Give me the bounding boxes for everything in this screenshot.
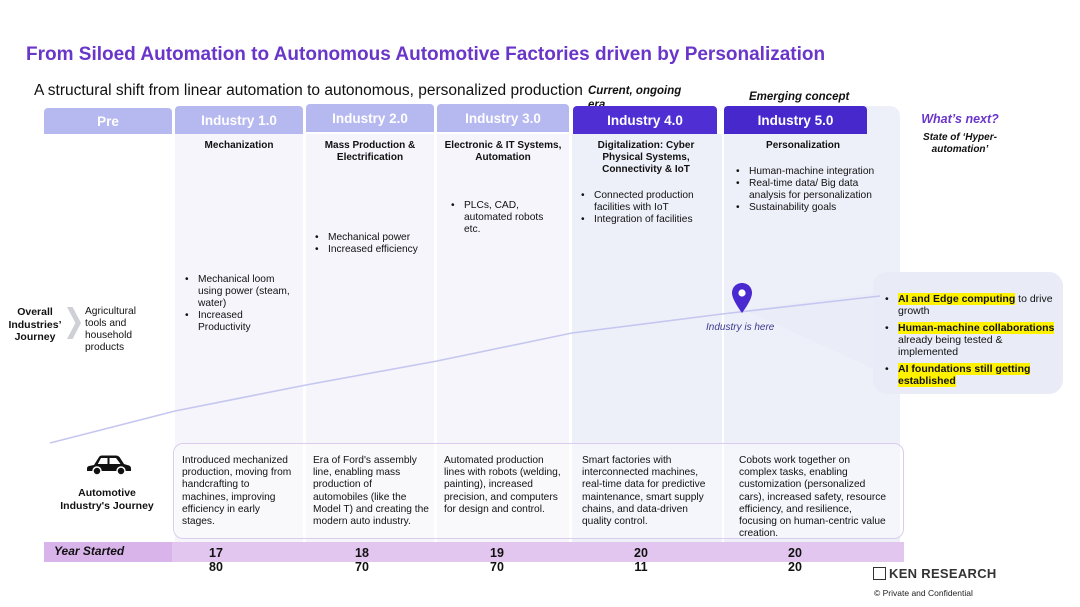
list-item: AI and Edge computing to drive growth [884, 293, 1060, 317]
callout-wedge [745, 292, 880, 372]
bullets-i4: Connected production facilities with IoT… [580, 190, 716, 226]
heading-i3: Electronic & IT Systems, Automation [444, 140, 562, 163]
automotive-journey-box [173, 443, 904, 539]
location-pin-icon [732, 283, 752, 313]
automotive-text-i1: Introduced mechanized production, moving… [182, 455, 292, 528]
year-i1: 1780 [209, 546, 223, 574]
list-item: AI foundations still getting established [884, 363, 1060, 387]
automotive-text-i2: Era of Ford's assembly line, enabling ma… [313, 455, 429, 528]
automotive-journey-label: Automotive Industry's Journey [60, 487, 154, 512]
automotive-text-i3: Automated production lines with robots (… [444, 455, 561, 515]
car-icon [87, 455, 131, 476]
list-item: Human-machine integration [735, 166, 885, 178]
year-bar [44, 542, 904, 562]
pre-era-text: Agricultural tools and household product… [85, 306, 136, 353]
company-logo: KEN RESEARCH [873, 566, 997, 581]
bullets-i1: Mechanical loom using power (steam, wate… [184, 274, 296, 334]
list-item: Sustainability goals [735, 202, 885, 214]
copyright-text: © Private and Confidential [874, 588, 973, 598]
overall-journey-label: Overall Industries’ Journey [8, 306, 62, 343]
year-i3: 1970 [490, 546, 504, 574]
page-subtitle: A structural shift from linear automatio… [34, 82, 583, 99]
heading-i4: Digitalization: Cyber Physical Systems, … [597, 140, 695, 175]
list-item: Mechanical loom using power (steam, wate… [184, 274, 296, 310]
bullets-i2: Mechanical power Increased efficiency [314, 232, 432, 256]
year-bar-label-bg [44, 542, 172, 562]
tab-pre[interactable]: Pre [44, 108, 172, 134]
list-item: Increased Productivity [184, 310, 296, 334]
automotive-text-i5: Cobots work together on complex tasks, e… [739, 455, 887, 540]
bullets-i3: PLCs, CAD, automated robots etc. [450, 200, 560, 236]
tab-industry-5[interactable]: Industry 5.0 [724, 106, 867, 134]
page-title: From Siloed Automation to Autonomous Aut… [26, 44, 826, 65]
list-item: Integration of facilities [580, 214, 716, 226]
year-i2: 1870 [355, 546, 369, 574]
year-i5: 2020 [788, 546, 802, 574]
list-item: PLCs, CAD, automated robots etc. [450, 200, 560, 236]
column-bg-i2 [306, 134, 434, 542]
year-started-label: Year Started [54, 544, 125, 558]
logo-mark-icon [873, 567, 886, 580]
list-item: Human-machine collaborations already bei… [884, 322, 1060, 358]
automotive-text-i4: Smart factories with interconnected mach… [582, 455, 706, 528]
whats-next-bullets: AI and Edge computing to drive growth Hu… [884, 293, 1060, 392]
bullets-i5: Human-machine integration Real-time data… [735, 166, 885, 214]
heading-i5: Personalization [766, 140, 840, 151]
list-item: Connected production facilities with IoT [580, 190, 716, 214]
era-label-emerging: Emerging concept [749, 91, 850, 103]
whats-next-subtitle: State of ‘Hyper-automation’ [923, 132, 997, 155]
list-item: Real-time data/ Big data analysis for pe… [735, 178, 885, 202]
list-item: Increased efficiency [314, 244, 432, 256]
tab-industry-3[interactable]: Industry 3.0 [437, 104, 569, 132]
column-bg-i1 [175, 134, 303, 542]
trend-polyline [49, 295, 881, 444]
year-i4: 2011 [634, 546, 648, 574]
tab-industry-4[interactable]: Industry 4.0 [573, 106, 717, 134]
heading-i1: Mechanization [204, 140, 274, 151]
heading-i2: Mass Production & Electrification [324, 140, 416, 163]
tab-industry-2[interactable]: Industry 2.0 [306, 104, 434, 132]
industry-is-here-label: Industry is here [706, 322, 775, 333]
tab-industry-1[interactable]: Industry 1.0 [175, 106, 303, 134]
whats-next-title: What’s next? [921, 112, 999, 126]
list-item: Mechanical power [314, 232, 432, 244]
